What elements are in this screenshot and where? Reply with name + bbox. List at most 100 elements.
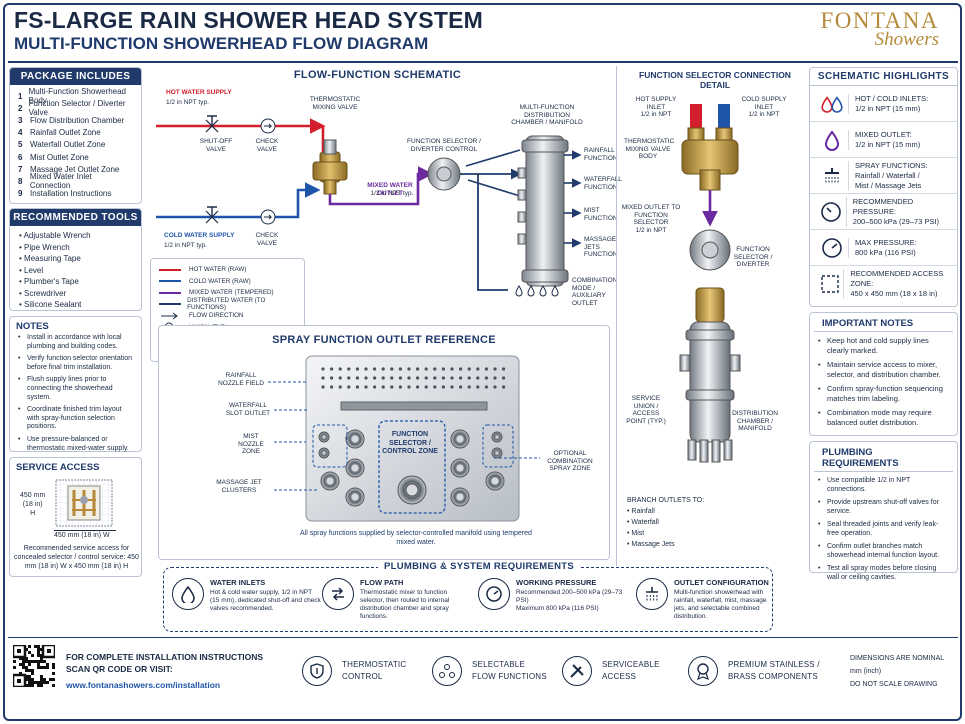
brand-tagline: Showers — [874, 29, 939, 50]
manifold-label: MULTI-FUNCTION DISTRIBUTION CHAMBER / MA… — [511, 104, 583, 126]
plumbing-requirement-item: Seal threaded joints and verify leak-fre… — [818, 520, 949, 538]
service-access-panel: SERVICE ACCESS 450 mm (18 in) H 450 mm (… — [9, 457, 142, 577]
legend-row: FLOW DIRECTION — [157, 310, 298, 322]
important-note-item: Confirm spray-function sequencing matche… — [818, 384, 949, 404]
important-notes-panel: IMPORTANT NOTES Keep hot and cold supply… — [809, 312, 958, 436]
plumbing-requirements-list: Use compatible 1/2 in NPT connections. Pr… — [810, 472, 957, 582]
header-divider — [8, 61, 958, 63]
plumbing-requirement-item: Test all spray modes before closing wall… — [818, 564, 949, 582]
detail-union-label: SERVICE UNION / ACCESS POINT (TYP.) — [626, 395, 666, 425]
branch-outlet-item: • Waterfall — [627, 519, 659, 526]
massage-jet-label: MASSAGE JET CLUSTERS — [216, 479, 262, 494]
hot-cold-drops-icon — [821, 95, 843, 113]
highlight-row: SPRAY FUNCTIONS:Rainfall / Waterfall /Mi… — [810, 158, 957, 194]
brand-logo: FONTANA Showers — [820, 8, 939, 51]
legend-label: DISTRIBUTED WATER (TO FUNCTIONS) — [187, 297, 266, 312]
hot-check-label: CHECK VALVE — [255, 138, 279, 153]
optional-zone-label: OPTIONAL COMBINATION SPRAY ZONE — [547, 450, 593, 472]
legend-symbol-icon — [159, 291, 181, 294]
massage-outlet-label: MASSAGE JETS FUNCTION — [584, 236, 618, 258]
premium-badge-icon — [688, 656, 718, 686]
spray-caption: All spray functions supplied by selector… — [300, 530, 532, 546]
detail-fsd-label: FUNCTION SELECTOR / DIVERTER — [733, 246, 773, 268]
highlight-row: MIXED OUTLET:1/2 in NPT (15 mm) — [810, 122, 957, 158]
spray-reference-title: SPRAY FUNCTION OUTLET REFERENCE — [272, 334, 496, 346]
plumbing-requirement-item: Use compatible 1/2 in NPT connections. — [818, 476, 949, 494]
cold-supply-size: 1/2 in NPT typ. — [164, 242, 207, 249]
service-caption: Recommended service access for concealed… — [14, 545, 139, 570]
tool-item: Adjustable Wrench — [19, 230, 132, 242]
qr-code-icon[interactable] — [13, 645, 55, 687]
mist-outlet-label: MIST FUNCTION — [584, 207, 618, 222]
service-height-dim: 450 mm (18 in) H — [20, 492, 46, 517]
detail-title: FUNCTION SELECTOR CONNECTION DETAIL — [639, 70, 791, 90]
highlight-row: RECOMMENDED PRESSURE:200–500 kPa (29–73 … — [810, 194, 957, 230]
selectable-functions-icon — [432, 656, 462, 686]
tool-item: Plumber's Tape — [19, 276, 132, 288]
legend-label: HOT WATER (RAW) — [189, 266, 247, 274]
plumbing-requirement-item: Provide upstream shut-off valves for ser… — [818, 498, 949, 516]
selector-label: FUNCTION SELECTOR / DIVERTER CONTROL — [407, 138, 481, 153]
detail-chamber-label: DISTRIBUTION CHAMBER / MANIFOLD — [732, 410, 778, 432]
tool-item: Measuring Tape — [19, 253, 132, 265]
important-notes-title: IMPORTANT NOTES — [814, 313, 953, 332]
flow-schematic-diagram — [156, 115, 582, 297]
rainfall-outlet-label: RAINFALL FUNCTION — [584, 147, 618, 162]
highlights-list: HOT / COLD INLETS:1/2 in NPT (15 mm)MIXE… — [810, 86, 957, 302]
legend-symbol-icon — [161, 312, 178, 320]
waterfall-slot-label: WATERFALL SLOT OUTLET — [225, 402, 271, 417]
page-title: FS-LARGE RAIN SHOWER HEAD SYSTEM — [14, 7, 483, 33]
hot-supply-label: HOT WATER SUPPLY — [166, 89, 232, 96]
tool-item: Pipe Wrench — [19, 242, 132, 254]
page-subtitle: MULTI-FUNCTION SHOWERHEAD FLOW DIAGRAM — [14, 34, 429, 53]
highlight-row: HOT / COLD INLETS:1/2 in NPT (15 mm) — [810, 86, 957, 122]
showerhead-icon — [636, 578, 668, 610]
tool-item: Screwdriver — [19, 288, 132, 300]
service-access-title: SERVICE ACCESS — [16, 462, 100, 473]
hot-shutoff-label: SHUT-OFF VALVE — [199, 138, 233, 153]
package-includes-title: PACKAGE INCLUDES — [10, 68, 141, 85]
thermostat-shield-icon — [302, 656, 332, 686]
flow-path-icon — [322, 578, 354, 610]
highlight-row: MAX PRESSURE:800 kPa (116 PSI) — [810, 230, 957, 266]
shower-spray-icon — [825, 167, 839, 183]
legend-symbol-icon — [159, 303, 181, 306]
detail-branch-list: BRANCH OUTLETS TO: • Rainfall• Waterfall… — [627, 497, 705, 548]
tools-list: Adjustable WrenchPipe WrenchMeasuring Ta… — [10, 226, 141, 315]
hot-supply-size: 1/2 in NPT typ. — [166, 99, 209, 106]
footer-url-link[interactable]: www.fontanashowers.com/installation — [66, 680, 221, 690]
footer-feature: PREMIUM STAINLESS /BRASS COMPONENTS — [688, 656, 820, 686]
important-note-item: Maintain service access to mixer, select… — [818, 360, 949, 380]
plumbing-requirement-item: Confirm outlet branches match showerhead… — [818, 542, 949, 560]
schematic-title: FLOW-FUNCTION SCHEMATIC — [293, 69, 462, 81]
cold-supply-label: COLD WATER SUPPLY — [164, 232, 235, 239]
tool-item: Level — [19, 265, 132, 277]
legend-label: MIXED WATER (TEMPERED) — [189, 289, 274, 297]
mixed-outlet-size: 1/2 in NPT typ. — [370, 190, 414, 197]
service-width-dim: 450 mm (18 in) W — [54, 532, 110, 539]
legend-row: MIXED WATER (TEMPERED) — [157, 287, 298, 299]
legend-row: COLD WATER (RAW) — [157, 276, 298, 288]
note-item: Use pressure-balanced or thermostatic mi… — [18, 436, 133, 453]
notes-list: Install in accordance with local plumbin… — [10, 333, 141, 453]
note-item: Coordinate finished trim layout with spr… — [18, 406, 133, 432]
branch-outlet-item: • Mist — [627, 530, 645, 537]
detail-tmv-label: THERMOSTATIC MIXING VALVE BODY — [624, 138, 675, 160]
drawing-sheet-border — [3, 3, 962, 721]
